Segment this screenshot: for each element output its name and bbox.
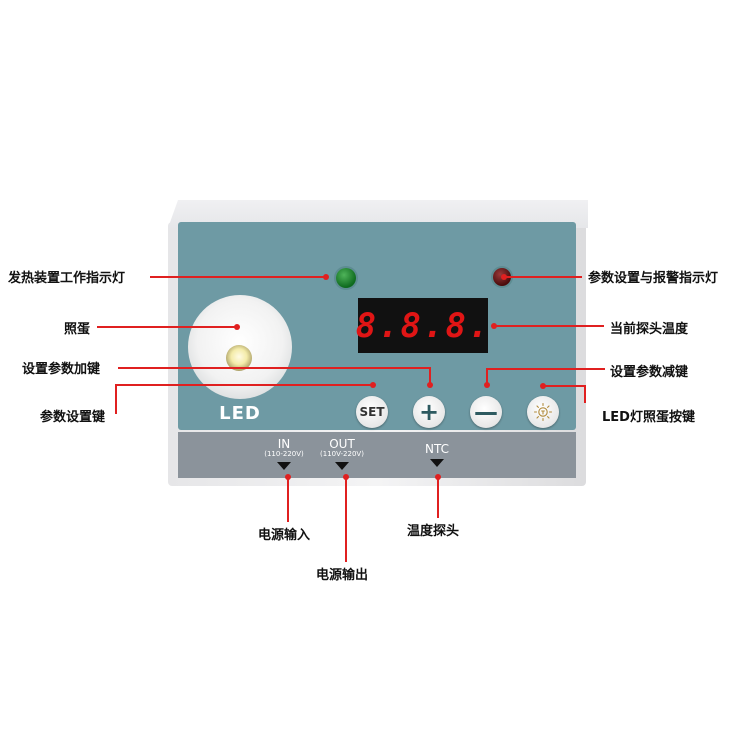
port-in-name: IN <box>277 437 291 451</box>
callout-led-light-key: LED灯照蛋按键 <box>602 410 695 425</box>
display-digits: 8.8.8. <box>355 305 491 346</box>
port-in: IN (110-220V) <box>254 438 314 470</box>
callout-dot <box>370 382 376 388</box>
callout-param-add-key: 设置参数加键 <box>22 362 101 377</box>
callout-dot <box>491 323 497 329</box>
plus-button[interactable]: + <box>413 396 445 428</box>
callout-param-alarm-indicator: 参数设置与报警指示灯 <box>588 271 719 286</box>
callout-line <box>150 276 326 278</box>
callout-dot <box>540 383 546 389</box>
led-label: LED <box>219 403 261 424</box>
callout-line <box>345 478 347 562</box>
callout-power-out: 电源输出 <box>316 568 369 583</box>
temperature-display: 8.8.8. <box>355 298 491 353</box>
callout-temp-probe: 温度探头 <box>407 524 460 539</box>
callout-param-sub-key: 设置参数减键 <box>610 365 689 380</box>
set-button[interactable]: SET <box>356 396 388 428</box>
callout-line <box>486 368 488 384</box>
callout-power-in: 电源输入 <box>258 528 311 543</box>
port-panel <box>178 432 576 478</box>
callout-probe-temp: 当前探头温度 <box>610 322 689 337</box>
callout-line <box>437 478 439 518</box>
port-in-range: (110-220V) <box>264 450 304 458</box>
callout-line <box>487 368 605 370</box>
port-ntc-arrow-icon <box>430 459 444 467</box>
callout-line <box>504 276 582 278</box>
callout-dot <box>323 274 329 280</box>
callout-param-set-key: 参数设置键 <box>40 410 106 425</box>
callout-dot <box>343 474 349 480</box>
callout-line <box>584 385 586 403</box>
callout-dot <box>435 474 441 480</box>
minus-button[interactable]: — <box>470 396 502 428</box>
callout-dot <box>427 382 433 388</box>
callout-line <box>543 385 585 387</box>
callout-line <box>494 325 604 327</box>
callout-dot <box>285 474 291 480</box>
callout-dot <box>501 274 507 280</box>
port-in-arrow-icon <box>277 462 291 470</box>
heating-indicator-light <box>336 268 356 288</box>
callout-dot <box>484 382 490 388</box>
light-bulb-icon <box>533 402 553 422</box>
callout-egg-light: 照蛋 <box>64 322 91 337</box>
port-ntc: NTC <box>412 443 462 467</box>
port-out-name: OUT <box>329 437 355 451</box>
port-out-arrow-icon <box>335 462 349 470</box>
callout-line <box>115 384 117 414</box>
callout-line <box>287 478 289 522</box>
callout-line <box>97 326 237 328</box>
led-bulb-icon <box>226 345 252 371</box>
port-out-range: (110V-220V) <box>320 450 364 458</box>
led-light-button[interactable] <box>527 396 559 428</box>
port-out: OUT (110V-220V) <box>310 438 374 470</box>
port-ntc-name: NTC <box>425 442 449 456</box>
callout-line <box>115 384 373 386</box>
callout-heating-indicator: 发热装置工作指示灯 <box>8 271 126 286</box>
callout-line <box>118 367 430 369</box>
callout-line <box>429 367 431 384</box>
callout-dot <box>234 324 240 330</box>
